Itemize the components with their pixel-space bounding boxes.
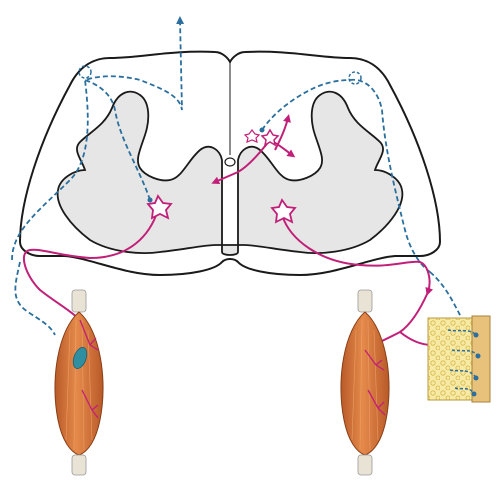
left-muscle-bottom-tendon xyxy=(71,454,87,476)
skin-receptor-1-icon xyxy=(473,332,479,338)
right-skeletal-muscle xyxy=(340,289,390,476)
midline-interneuron-icon xyxy=(243,129,261,143)
skin-tissue-block xyxy=(427,315,491,403)
central-canal xyxy=(224,157,236,167)
right-ascending-collateral xyxy=(274,114,291,151)
right-motor-neuron-icon xyxy=(270,198,297,224)
left-sensory-root xyxy=(84,79,151,201)
skin-receptor-2-icon xyxy=(475,353,481,359)
dermis-layer xyxy=(471,315,491,403)
left-motor-end-plates xyxy=(79,319,99,419)
left-muscle-top-tendon xyxy=(71,289,87,313)
grey-matter xyxy=(56,90,404,256)
right-muscle-top-tendon xyxy=(357,289,373,313)
right-motor-axon xyxy=(281,214,434,296)
left-ascending-sensory-tract xyxy=(11,16,185,261)
right-muscle-belly xyxy=(340,311,390,456)
left-muscle-spindle-icon xyxy=(72,347,88,369)
right-muscle-bottom-tendon xyxy=(357,454,373,476)
right-dorsal-root-ganglion-icon xyxy=(348,71,362,85)
skin-receptor-4-icon xyxy=(471,391,477,397)
left-peripheral-sensory-fiber xyxy=(14,261,56,336)
right-motor-to-skin xyxy=(399,331,433,346)
right-peripheral-sensory-fiber xyxy=(429,271,469,361)
sensory-pathways xyxy=(11,16,469,361)
left-dorsal-root-ganglion-icon xyxy=(78,65,92,79)
right-sensory-collateral xyxy=(261,79,351,131)
skin-sensory-receptors xyxy=(447,329,479,395)
right-interneuron-icon xyxy=(260,128,280,147)
skin-receptor-3-icon xyxy=(473,375,479,381)
left-sensory-terminal-icon xyxy=(147,197,153,203)
right-sensory-root xyxy=(349,78,431,273)
left-skeletal-muscle xyxy=(54,289,104,476)
right-motor-end-plates xyxy=(364,349,386,416)
left-muscle-belly xyxy=(54,311,104,456)
right-sensory-terminal-icon xyxy=(259,127,265,133)
left-motor-neuron-icon xyxy=(146,194,173,220)
left-motor-axon xyxy=(22,209,159,323)
